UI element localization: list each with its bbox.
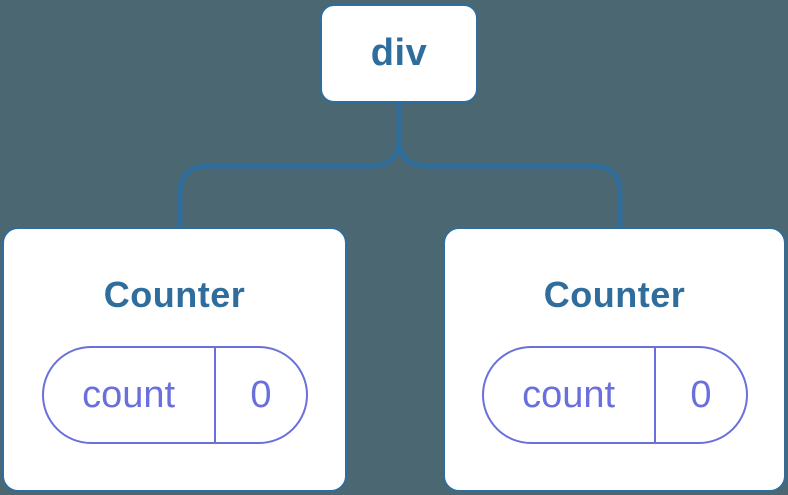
state-key: count (522, 373, 616, 416)
counter-node-left: Counter count 0 (2, 227, 347, 492)
state-pill: count 0 (41, 346, 308, 445)
state-pill-divider (213, 348, 217, 443)
root-node: div (320, 4, 478, 103)
state-value: 0 (250, 373, 272, 416)
state-value: 0 (690, 373, 712, 416)
component-name: Counter (543, 274, 686, 315)
connector-left-branch (177, 102, 402, 229)
state-pill: count 0 (481, 346, 748, 445)
state-key: count (82, 373, 176, 416)
root-node-label: div (370, 32, 428, 74)
state-pill-divider (653, 348, 657, 443)
connector-right-branch (396, 102, 623, 229)
counter-node-right: Counter count 0 (443, 227, 786, 492)
component-name: Counter (103, 274, 246, 315)
